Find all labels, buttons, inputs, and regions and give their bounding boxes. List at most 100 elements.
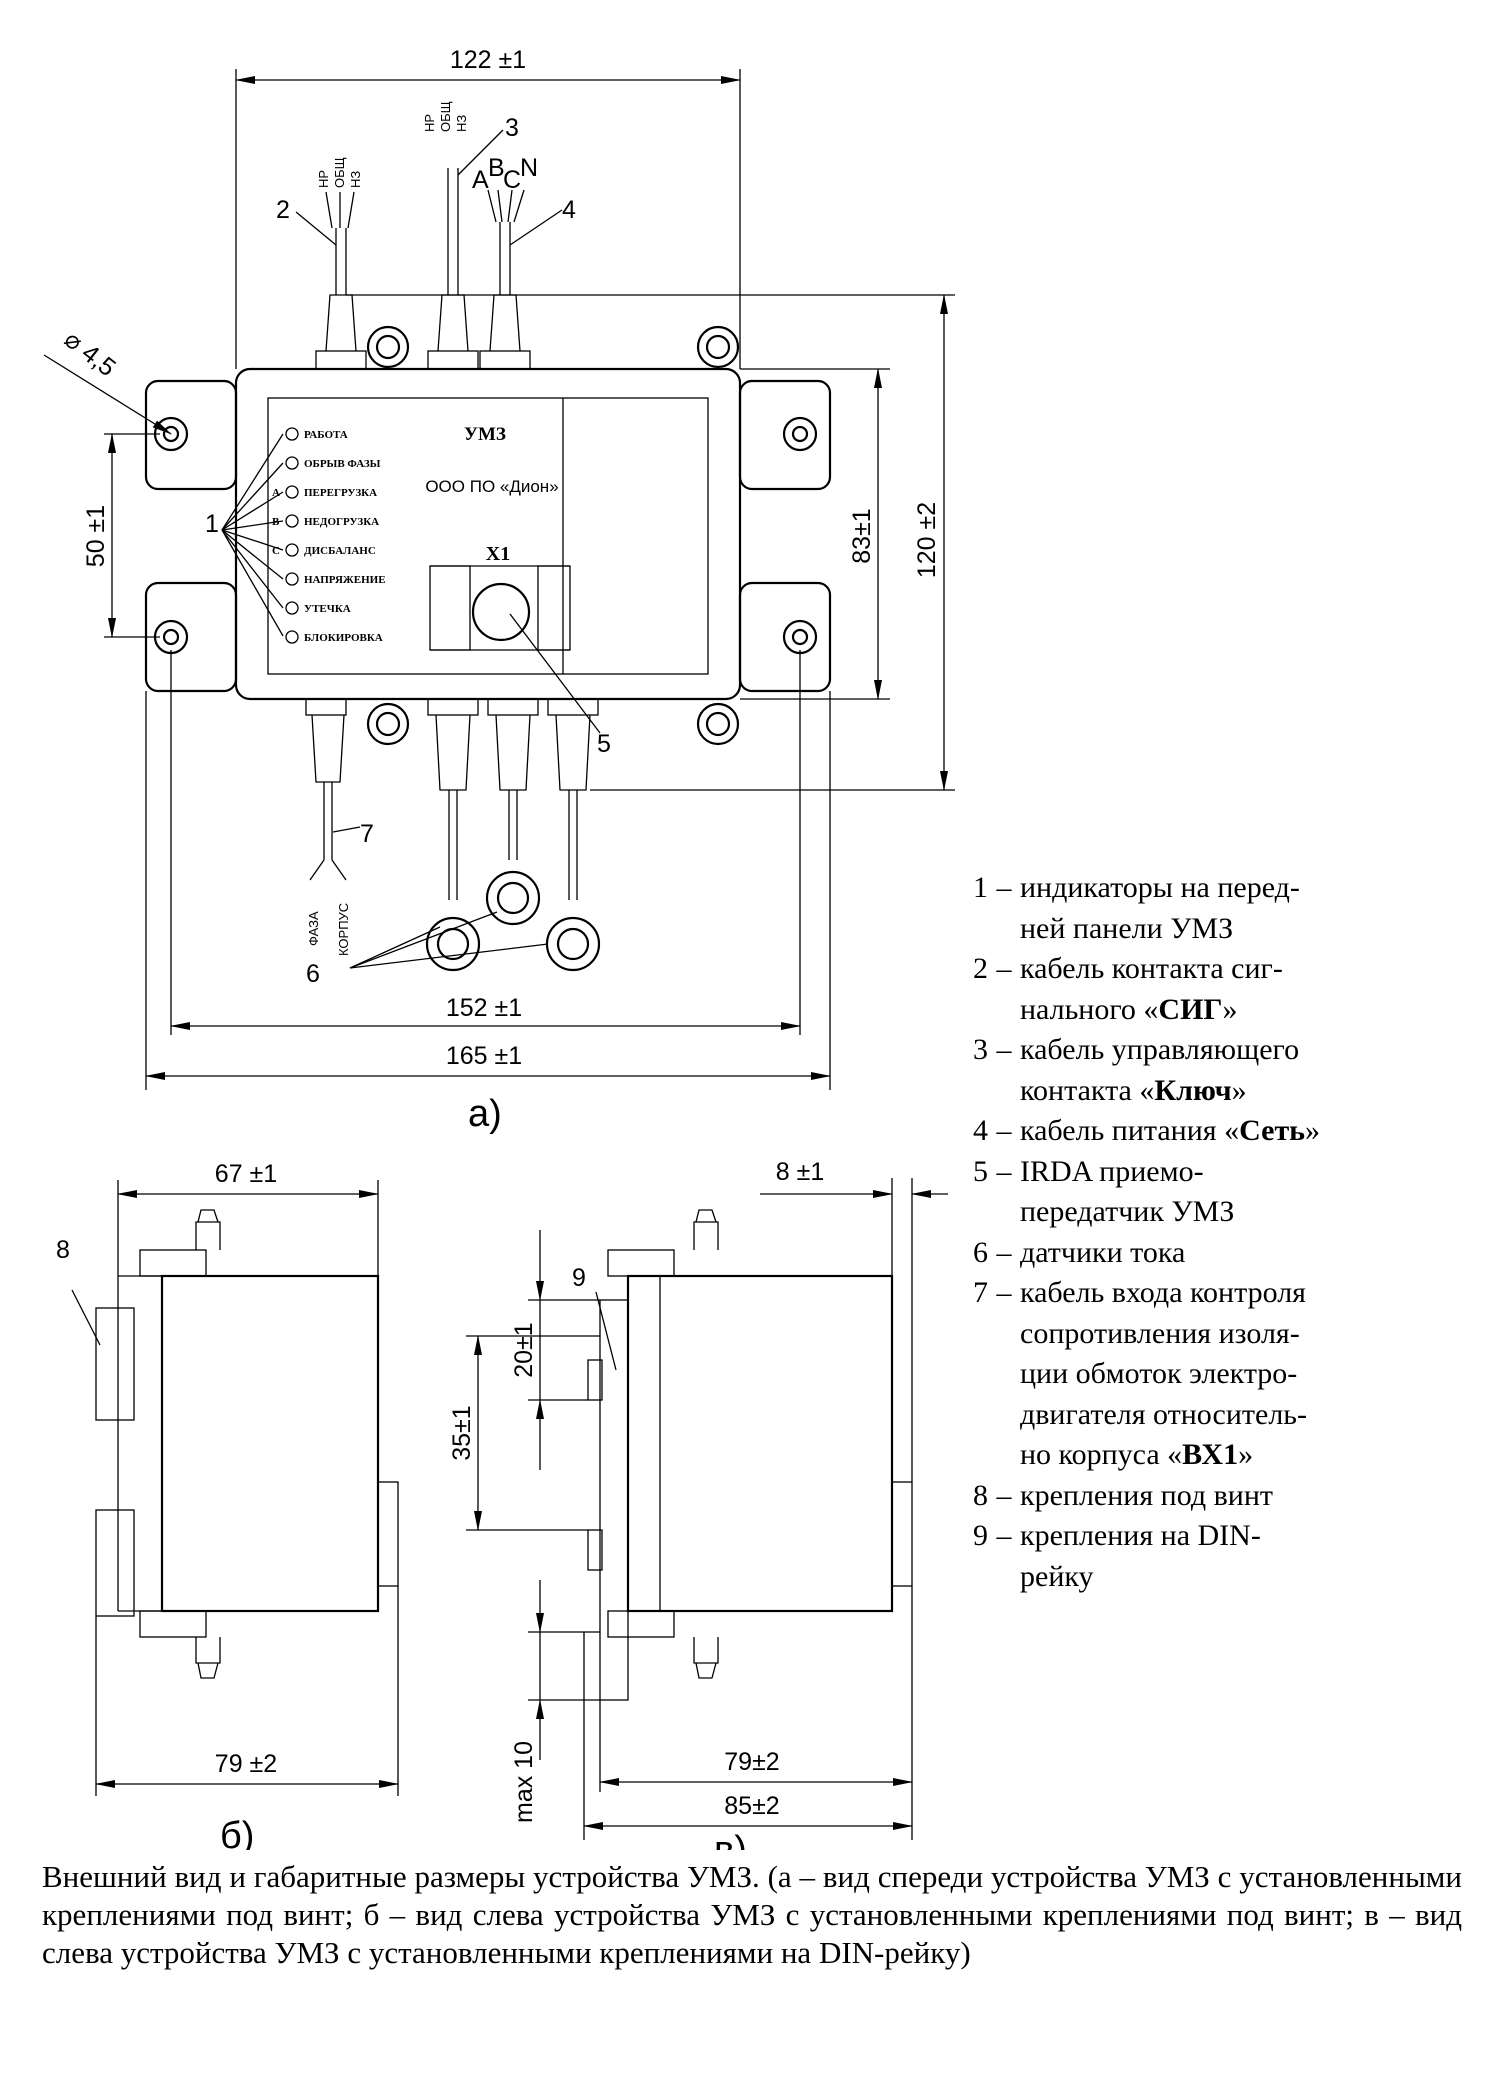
legend-dash: – xyxy=(996,952,1012,985)
phase-n: N xyxy=(520,154,538,182)
callout-7: 7 xyxy=(360,820,374,848)
mount-hole-icon xyxy=(153,416,818,655)
indicator-label: УТЕЧКА xyxy=(304,603,351,615)
screw-mount-bottom xyxy=(95,1509,135,1617)
screw-mount-top xyxy=(95,1307,135,1421)
indicator-label: ОБРЫВ ФАЗЫ xyxy=(304,458,381,470)
legend-number: 6 xyxy=(973,1235,988,1269)
legend-dash: – xyxy=(996,1033,1012,1066)
phase-c: C xyxy=(503,166,521,194)
legend-item: 2–кабель контакта сиг-нального «СИГ» xyxy=(966,949,1486,1030)
callout-9: 9 xyxy=(572,1264,586,1292)
cable2-wire-1: НР xyxy=(316,170,331,188)
mount-ear-left-top xyxy=(144,379,238,491)
dim-width-165: 165 ±1 xyxy=(446,1042,522,1070)
legend-text: кабель контакта сиг-нального «СИГ» xyxy=(1020,952,1283,1026)
boss-icon xyxy=(366,325,740,746)
dim-side-35: 35±1 xyxy=(448,1405,476,1460)
dim-side-67: 67 ±1 xyxy=(215,1160,277,1188)
cable3-wire-1: НР xyxy=(422,114,437,132)
legend-number: 5 xyxy=(973,1154,988,1188)
legend-number: 9 xyxy=(973,1519,988,1552)
callout-4: 4 xyxy=(562,196,576,224)
dim-height-120: 120 ±2 xyxy=(913,502,941,578)
dim-height-83: 83±1 xyxy=(848,508,876,563)
legend-number: 3 xyxy=(973,1033,988,1066)
legend-item: 8–крепления под винт xyxy=(966,1476,1486,1517)
panel-connector: X1 xyxy=(486,543,510,565)
legend-dash: – xyxy=(996,1235,1012,1269)
legend-item: 4–кабель питания «Сеть» xyxy=(966,1111,1486,1152)
cable2-wire-2: ОБЩ xyxy=(332,157,347,188)
indicator-label: ДИСБАЛАНС xyxy=(304,545,376,557)
legend-dash: – xyxy=(996,1519,1012,1552)
dim-side-20: 20±1 xyxy=(510,1322,538,1377)
phase-a: A xyxy=(472,166,489,194)
dim-width-152: 152 ±1 xyxy=(446,994,522,1022)
legend-number: 1 xyxy=(973,871,988,904)
side-view-din: 9 8 ±1 20±1 35±1 max 10 79±2 85 xyxy=(448,1158,948,1850)
indicator-led-icon xyxy=(285,572,299,586)
indicator-led-icon xyxy=(285,427,299,441)
dim-side-79-b: 79 ±2 xyxy=(215,1750,277,1778)
cable7-wire-1: ФАЗА xyxy=(306,911,321,946)
callout-8: 8 xyxy=(56,1236,70,1264)
indicator-led-icon xyxy=(285,543,299,557)
callout-5: 5 xyxy=(597,730,611,758)
dim-spacing-50: 50 ±1 xyxy=(82,505,110,567)
dim-width-top: 122 ±1 xyxy=(450,46,526,74)
legend-item: 6–датчики тока xyxy=(966,1233,1486,1274)
side-housing-v xyxy=(626,1274,894,1613)
legend-dash: – xyxy=(996,1154,1012,1188)
figure-caption: Внешний вид и габаритные размеры устройс… xyxy=(42,1859,1462,1970)
callout-2: 2 xyxy=(276,196,290,224)
indicator-led-icon xyxy=(285,601,299,615)
legend-dash: – xyxy=(996,1276,1012,1309)
callout-1-leader xyxy=(221,433,284,637)
irda-icon xyxy=(471,582,531,642)
callout-3: 3 xyxy=(505,114,519,142)
dim-side-8: 8 ±1 xyxy=(776,1158,824,1186)
indicator-led-icon xyxy=(285,630,299,644)
irda-window xyxy=(429,565,571,651)
view-label-a: а) xyxy=(468,1093,502,1135)
dim-hole-diameter: ⌀ 4,5 xyxy=(59,325,121,382)
legend-number: 7 xyxy=(973,1276,988,1309)
panel-title: УМЗ xyxy=(464,424,506,445)
side-view-screw: 8 67 ±1 79 ±2 б) xyxy=(56,1160,399,1850)
legend-text: кабель питания «Сеть» xyxy=(1020,1114,1321,1147)
phase-b: B xyxy=(488,154,505,182)
indicator-phase: C xyxy=(272,545,280,557)
indicator-label: РАБОТА xyxy=(304,429,348,441)
dim-side-max10: max 10 xyxy=(510,1741,538,1823)
legend-item: 1–индикаторы на перед-ней панели УМЗ xyxy=(966,868,1486,949)
view-label-b: б) xyxy=(220,1815,254,1850)
dim-side-79-v: 79±2 xyxy=(724,1748,779,1776)
dim-side-85: 85±2 xyxy=(724,1792,779,1820)
indicator-led-icon xyxy=(285,514,299,528)
legend-number: 4 xyxy=(973,1114,988,1147)
mount-ear-right-top xyxy=(738,379,832,491)
legend-text: датчики тока xyxy=(1020,1235,1186,1269)
cable3-wire-2: ОБЩ xyxy=(438,101,453,132)
legend-dash: – xyxy=(996,871,1012,904)
legend-item: 9–крепления на DIN-рейку xyxy=(966,1516,1486,1597)
indicator-label: НЕДОГРУЗКА xyxy=(304,516,379,528)
din-clip xyxy=(599,1299,629,1701)
panel-maker: ООО ПО «Дион» xyxy=(425,477,558,496)
legend-number: 8 xyxy=(973,1478,988,1512)
view-label-v: в) xyxy=(714,1829,747,1850)
cable7-wire-2: КОРПУС xyxy=(336,903,351,956)
cable3-wire-3: НЗ xyxy=(454,115,469,132)
legend-text: индикаторы на перед-ней панели УМЗ xyxy=(1020,871,1300,945)
callout-1: 1 xyxy=(205,510,219,538)
indicator-phase: A xyxy=(272,487,280,499)
indicator-led-icon xyxy=(285,485,299,499)
legend-text: крепления под винт xyxy=(1020,1478,1273,1512)
